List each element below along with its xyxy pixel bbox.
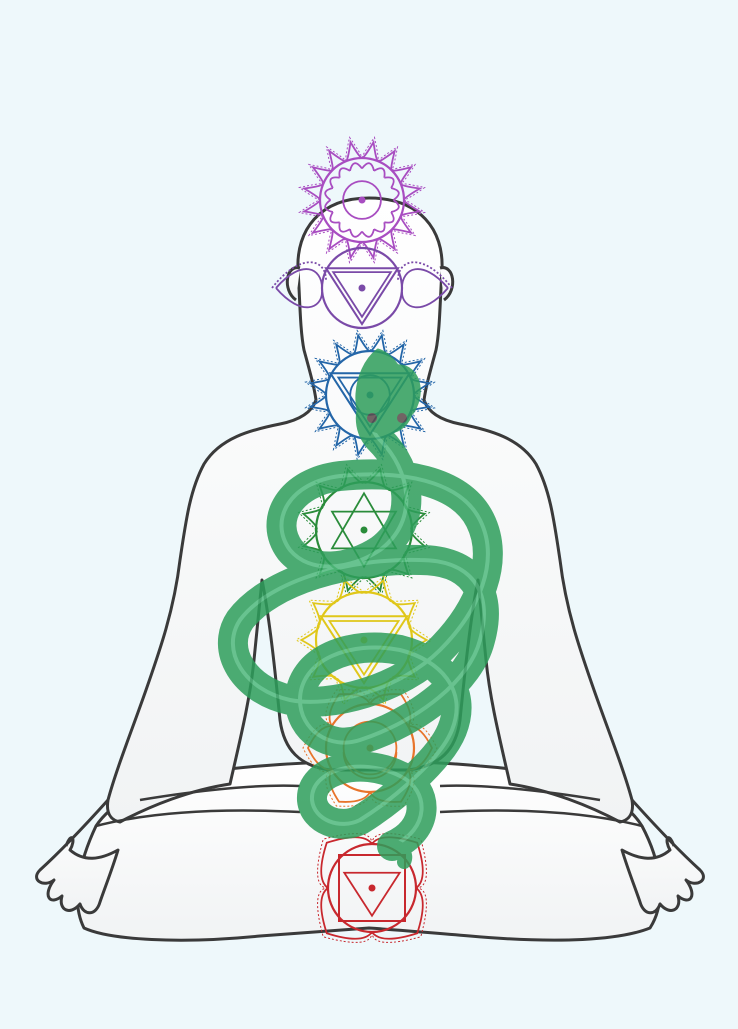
crown-inner-lotus: [324, 162, 400, 238]
serpent-tail: [385, 839, 413, 869]
third-eye-triangle: [324, 267, 400, 326]
third-eye-center-dot: [358, 284, 366, 292]
leg-fold-lines: [95, 784, 643, 828]
chakra-root: [317, 833, 427, 943]
right-ear: [439, 266, 455, 302]
crown-circle: [318, 156, 406, 244]
root-center-dot: [368, 884, 376, 892]
chakra-third-eye: [271, 246, 453, 330]
kundalini-serpent: [217, 348, 503, 869]
serpent-head: [355, 348, 414, 435]
serpent-body: [217, 364, 503, 861]
third-eye-wings: [275, 268, 449, 309]
chakra-crown: [298, 136, 426, 264]
crown-petals: [301, 139, 423, 261]
crown-petal-outline: [298, 136, 426, 264]
root-circle: [326, 842, 418, 934]
serpent-highlight: [230, 377, 490, 848]
left-ear: [285, 266, 301, 302]
serpent-eye-right: [397, 413, 407, 423]
left-hand: [35, 798, 120, 915]
heart-center-dot: [360, 526, 368, 534]
root-triangle: [342, 871, 402, 918]
third-eye-circle: [320, 246, 404, 330]
right-hand: [620, 798, 705, 915]
serpent-eye-left: [367, 413, 377, 423]
third-eye-inner-triangle: [331, 271, 393, 319]
root-square: [338, 854, 406, 922]
crown-inner-circle: [342, 180, 382, 220]
crown-center-dot: [358, 196, 366, 204]
